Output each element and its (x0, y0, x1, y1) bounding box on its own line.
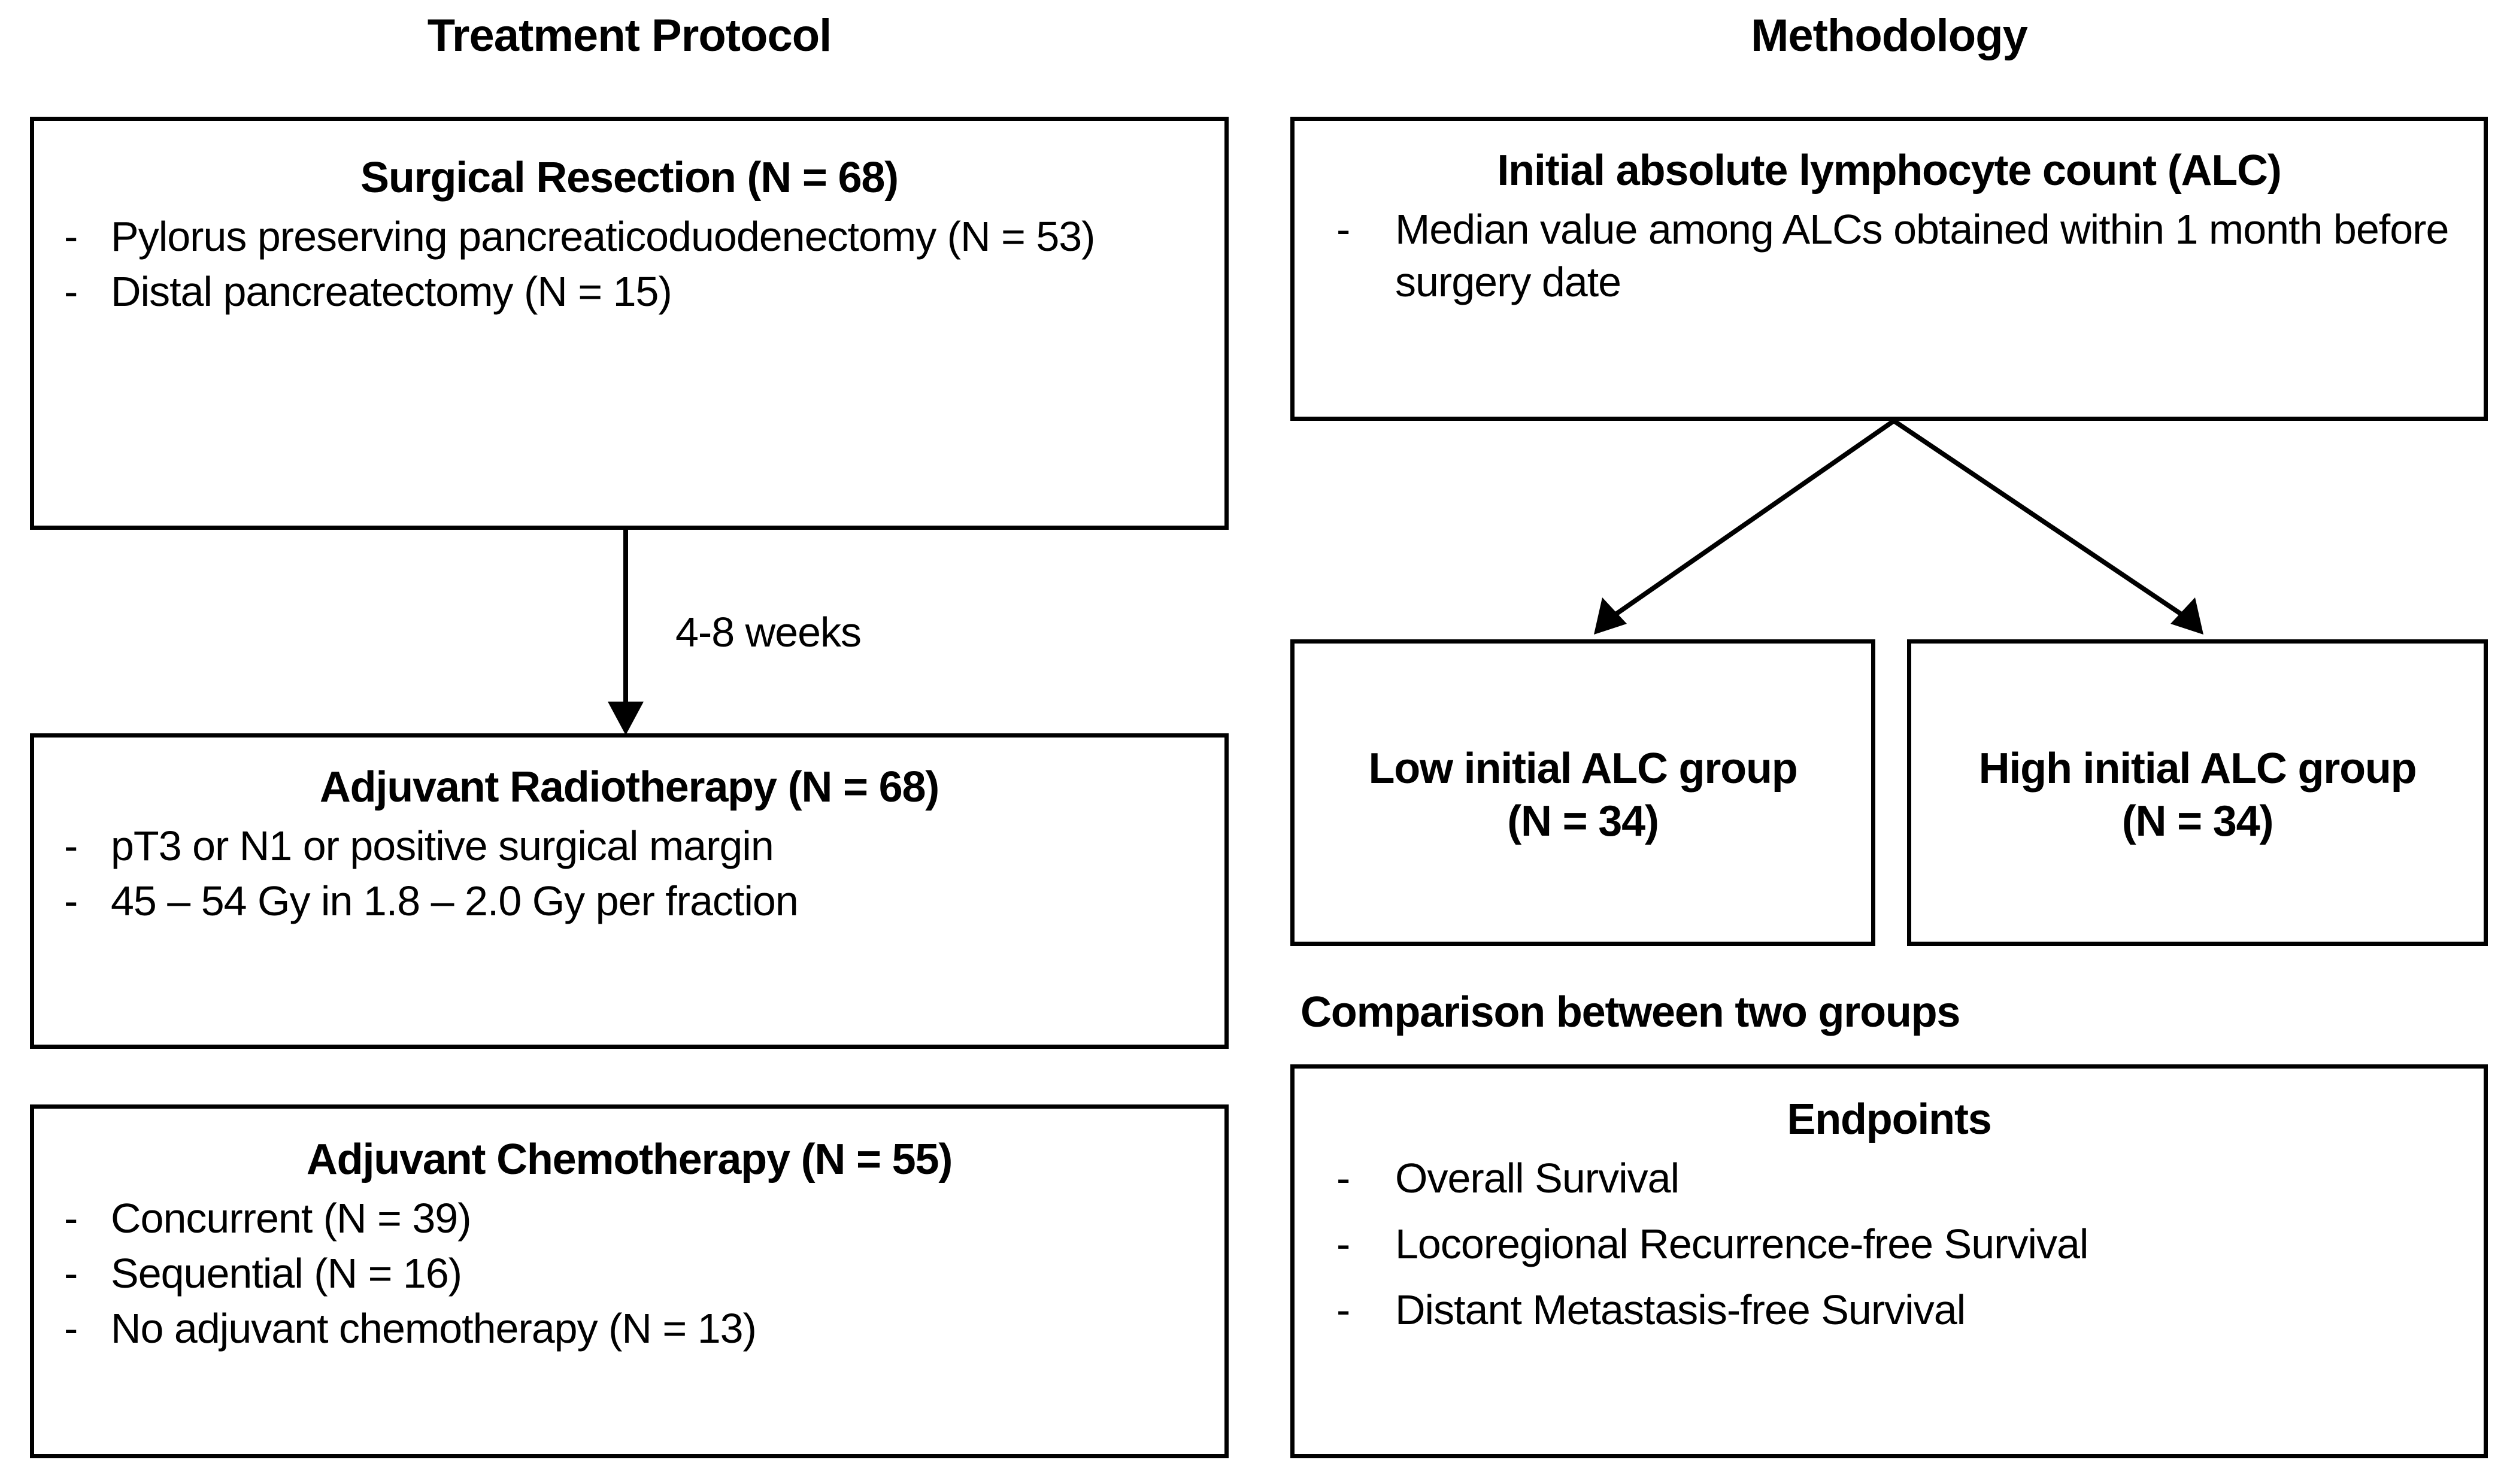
list-item: - Locoregional Recurrence-free Survival (1311, 1218, 2467, 1270)
box-high-alc-group-name: High initial ALC group (1978, 745, 2417, 793)
list-item: - 45 – 54 Gy in 1.8 – 2.0 Gy per fractio… (51, 875, 1208, 927)
box-adjuvant-chemotherapy[interactable]: Adjuvant Chemotherapy (N = 55) - Concurr… (30, 1104, 1229, 1458)
box-surgical-resection[interactable]: Surgical Resection (N = 68) - Pylorus pr… (30, 117, 1229, 530)
bullet-dash-icon: - (1336, 1221, 1350, 1268)
list-item-text: Concurrent (N = 39) (111, 1194, 472, 1242)
box-initial-alc-bullets: - Median value among ALCs obtained withi… (1311, 203, 2467, 308)
list-item-text: pT3 or N1 or positive surgical margin (111, 822, 774, 869)
list-item-text: 45 – 54 Gy in 1.8 – 2.0 Gy per fraction (111, 878, 799, 925)
list-item: - pT3 or N1 or positive surgical margin (51, 820, 1208, 872)
edge-label-4-8-weeks: 4-8 weeks (675, 609, 862, 655)
box-low-alc-group-count: (N = 34) (1507, 797, 1659, 845)
column-header-treatment-protocol: Treatment Protocol (427, 10, 832, 61)
list-item: - Median value among ALCs obtained withi… (1311, 203, 2467, 308)
box-adjuvant-chemotherapy-title: Adjuvant Chemotherapy (N = 55) (306, 1136, 953, 1183)
bullet-dash-icon: - (64, 213, 78, 260)
list-item-text: Distal pancreatectomy (N = 15) (111, 268, 672, 315)
column-header-methodology: Methodology (1751, 10, 2028, 61)
box-low-alc-group-text: Low initial ALC group (N = 34) (1295, 743, 1871, 848)
list-item: - No adjuvant chemotherapy (N = 13) (51, 1302, 1208, 1355)
list-item-text: No adjuvant chemotherapy (N = 13) (111, 1305, 757, 1352)
box-adjuvant-radiotherapy[interactable]: Adjuvant Radiotherapy (N = 68) - pT3 or … (30, 733, 1229, 1049)
bullet-dash-icon: - (64, 1250, 78, 1297)
box-low-alc-group[interactable]: Low initial ALC group (N = 34) (1290, 639, 1875, 946)
list-item-text: Pylorus preserving pancreaticoduodenecto… (111, 213, 1095, 260)
bullet-dash-icon: - (64, 878, 78, 925)
list-item-text: Overall Survival (1395, 1154, 1680, 1201)
list-item-text: Distant Metastasis-free Survival (1395, 1286, 1966, 1334)
box-initial-alc-title: Initial absolute lymphocyte count (ALC) (1497, 147, 2281, 195)
bullet-dash-icon: - (64, 822, 78, 869)
box-low-alc-group-name: Low initial ALC group (1368, 745, 1797, 793)
list-item: - Sequential (N = 16) (51, 1247, 1208, 1300)
list-item: - Distant Metastasis-free Survival (1311, 1283, 2467, 1336)
bullet-dash-icon: - (64, 1305, 78, 1352)
box-endpoints-bullets: - Overall Survival - Locoregional Recurr… (1311, 1152, 2467, 1337)
box-high-alc-group-count: (N = 34) (2121, 797, 2274, 845)
box-surgical-resection-title: Surgical Resection (N = 68) (360, 154, 899, 202)
box-adjuvant-radiotherapy-bullets: - pT3 or N1 or positive surgical margin … (51, 820, 1208, 927)
box-surgical-resection-bullets: - Pylorus preserving pancreaticoduodenec… (51, 210, 1208, 318)
bullet-dash-icon: - (1336, 205, 1350, 253)
box-adjuvant-radiotherapy-title: Adjuvant Radiotherapy (N = 68) (319, 763, 939, 811)
box-adjuvant-chemotherapy-bullets: - Concurrent (N = 39) - Sequential (N = … (51, 1192, 1208, 1355)
arrow-surgery-to-radiotherapy (608, 527, 644, 735)
list-item-text: Locoregional Recurrence-free Survival (1395, 1221, 2088, 1268)
list-item: - Distal pancreatectomy (N = 15) (51, 265, 1208, 318)
box-endpoints[interactable]: Endpoints - Overall Survival - Locoregio… (1290, 1064, 2488, 1458)
arrow-split-to-alc-groups (1594, 418, 2203, 635)
list-item: - Overall Survival (1311, 1152, 2467, 1204)
list-item-text: Sequential (N = 16) (111, 1250, 462, 1297)
caption-comparison-between-two-groups: Comparison between two groups (1301, 988, 1960, 1036)
box-high-alc-group-text: High initial ALC group (N = 34) (1911, 743, 2484, 848)
bullet-dash-icon: - (1336, 1286, 1350, 1334)
bullet-dash-icon: - (64, 268, 78, 315)
list-item: - Concurrent (N = 39) (51, 1192, 1208, 1245)
list-item-text: Median value among ALCs obtained within … (1395, 205, 2449, 306)
list-item: - Pylorus preserving pancreaticoduodenec… (51, 210, 1208, 263)
bullet-dash-icon: - (1336, 1154, 1350, 1201)
bullet-dash-icon: - (64, 1194, 78, 1242)
box-high-alc-group[interactable]: High initial ALC group (N = 34) (1907, 639, 2488, 946)
box-endpoints-title: Endpoints (1787, 1095, 1991, 1143)
box-initial-alc[interactable]: Initial absolute lymphocyte count (ALC) … (1290, 117, 2488, 421)
